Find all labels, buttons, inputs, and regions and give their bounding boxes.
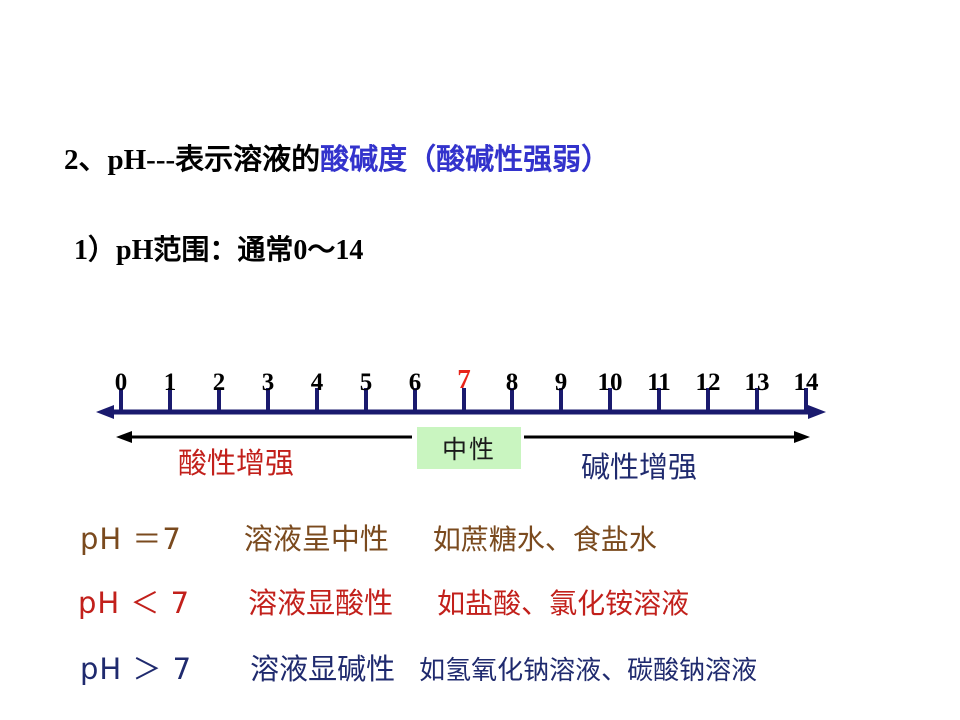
page-title-prefix: 2、pH---表示溶液的 xyxy=(64,144,321,176)
statement-acidic: pH ＜ 7 溶液显酸性 如盐酸、氯化铵溶液 xyxy=(78,580,689,622)
ph-tick-label-2: 2 xyxy=(212,369,226,396)
ph-axis-arrow-right xyxy=(808,405,826,419)
statement-basic-expression: pH ＞ 7 xyxy=(80,652,193,686)
acid-trend-arrowhead xyxy=(116,431,132,443)
page-title-highlight: 酸碱度（酸碱性强弱） xyxy=(320,144,611,176)
statement-basic: pH ＞ 7 溶液显碱性如氢氧化钠溶液、碳酸钠溶液 xyxy=(80,646,757,688)
base-trend-label: 碱性增强 xyxy=(581,452,698,484)
statement-neutral: pH ＝7 溶液呈中性 如蔗糖水、食盐水 xyxy=(80,516,657,558)
statement-neutral-example: 如蔗糖水、食盐水 xyxy=(432,525,657,556)
ph-tick-label-14: 14 xyxy=(793,369,819,396)
ph-tick-label-12: 12 xyxy=(695,369,721,396)
statement-acidic-example: 如盐酸、氯化铵溶液 xyxy=(437,589,690,620)
statement-neutral-description: 溶液呈中性 xyxy=(243,524,389,556)
page-title: 2、pH---表示溶液的酸碱度（酸碱性强弱） xyxy=(64,136,610,178)
neutral-badge: 中性 xyxy=(417,427,521,469)
ph-tick-label-5: 5 xyxy=(359,369,373,396)
statement-acidic-expression: pH ＜ 7 xyxy=(78,586,191,620)
acid-trend-label: 酸性增强 xyxy=(178,448,295,480)
ph-tick-label-6: 6 xyxy=(408,369,422,396)
base-trend-arrowhead xyxy=(794,431,810,443)
ph-tick-label-8: 8 xyxy=(505,369,519,396)
statement-basic-example: 如氢氧化钠溶液、碳酸钠溶液 xyxy=(419,656,758,685)
ph-tick-label-0: 0 xyxy=(114,369,128,396)
statement-basic-description: 溶液显碱性 xyxy=(250,654,396,686)
ph-tick-label-13: 13 xyxy=(744,369,770,396)
ph-tick-label-11: 11 xyxy=(647,369,671,396)
statement-acidic-description: 溶液显酸性 xyxy=(248,588,394,620)
ph-tick-label-9: 9 xyxy=(554,369,568,396)
ph-tick-label-3: 3 xyxy=(261,369,275,396)
statement-neutral-expression: pH ＝7 xyxy=(80,522,182,556)
ph-tick-label-4: 4 xyxy=(310,369,324,396)
ph-tick-label-1: 1 xyxy=(163,369,177,396)
ph-tick-label-7: 7 xyxy=(457,364,471,394)
ph-tick-label-10: 10 xyxy=(597,369,623,396)
subheading-ph-range: 1）pH范围：通常0～14 xyxy=(74,235,364,266)
ph-axis-arrow-left xyxy=(96,405,114,419)
